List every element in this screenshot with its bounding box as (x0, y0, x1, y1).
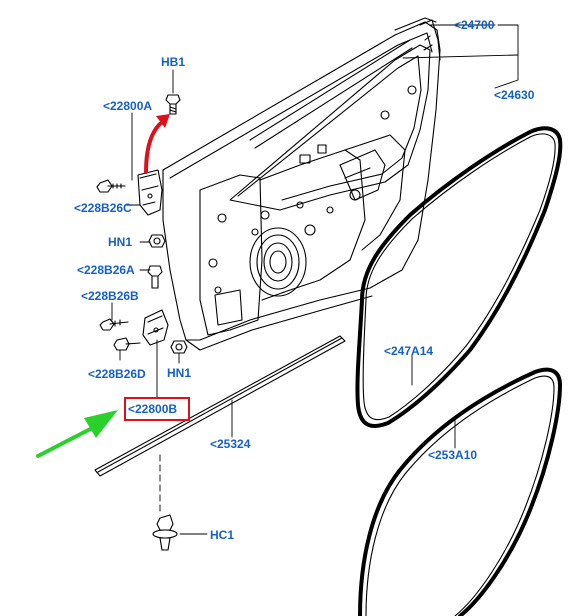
label-hb1[interactable]: HB1 (161, 55, 186, 69)
weatherstrip-247a14 (355, 126, 563, 428)
label-24700[interactable]: <24700 (454, 18, 495, 32)
nut-hn1-bottom (170, 340, 188, 354)
label-hc1[interactable]: HC1 (210, 528, 235, 542)
label-228b26c[interactable]: <228B26C (74, 201, 132, 215)
bolt-228b26a (147, 265, 163, 289)
upper-hinge (137, 169, 163, 216)
door-shell (162, 17, 441, 351)
bolt-228b26c (96, 179, 126, 193)
lower-strip-25324 (94, 335, 346, 477)
label-228b26b[interactable]: <228B26B (81, 289, 139, 303)
weatherstrip-253a10 (358, 367, 562, 616)
label-25324[interactable]: <25324 (210, 437, 251, 451)
label-hn1-bottom[interactable]: HN1 (167, 366, 192, 380)
label-24630[interactable]: <24630 (494, 88, 535, 102)
label-hn1-top[interactable]: HN1 (108, 235, 133, 249)
leader-lines (111, 24, 519, 535)
label-22800a[interactable]: <22800A (103, 99, 153, 113)
label-22800b[interactable]: <22800B (128, 402, 178, 416)
clip-hc1 (152, 514, 178, 551)
label-228b26d[interactable]: <228B26D (88, 367, 146, 381)
label-247a14[interactable]: <247A14 (384, 344, 434, 358)
red-curved-arrow-icon (144, 114, 170, 174)
label-228b26a[interactable]: <228B26A (77, 263, 135, 277)
highlight-box (124, 397, 190, 421)
green-pointer-arrow-icon (36, 410, 118, 458)
lower-hinge (142, 309, 169, 346)
bolt-hb1 (165, 94, 181, 115)
label-253a10[interactable]: <253A10 (428, 448, 478, 462)
nut-hn1-top (148, 234, 166, 248)
bolt-228b26b (99, 318, 129, 331)
bolt-228b26d (113, 337, 141, 351)
